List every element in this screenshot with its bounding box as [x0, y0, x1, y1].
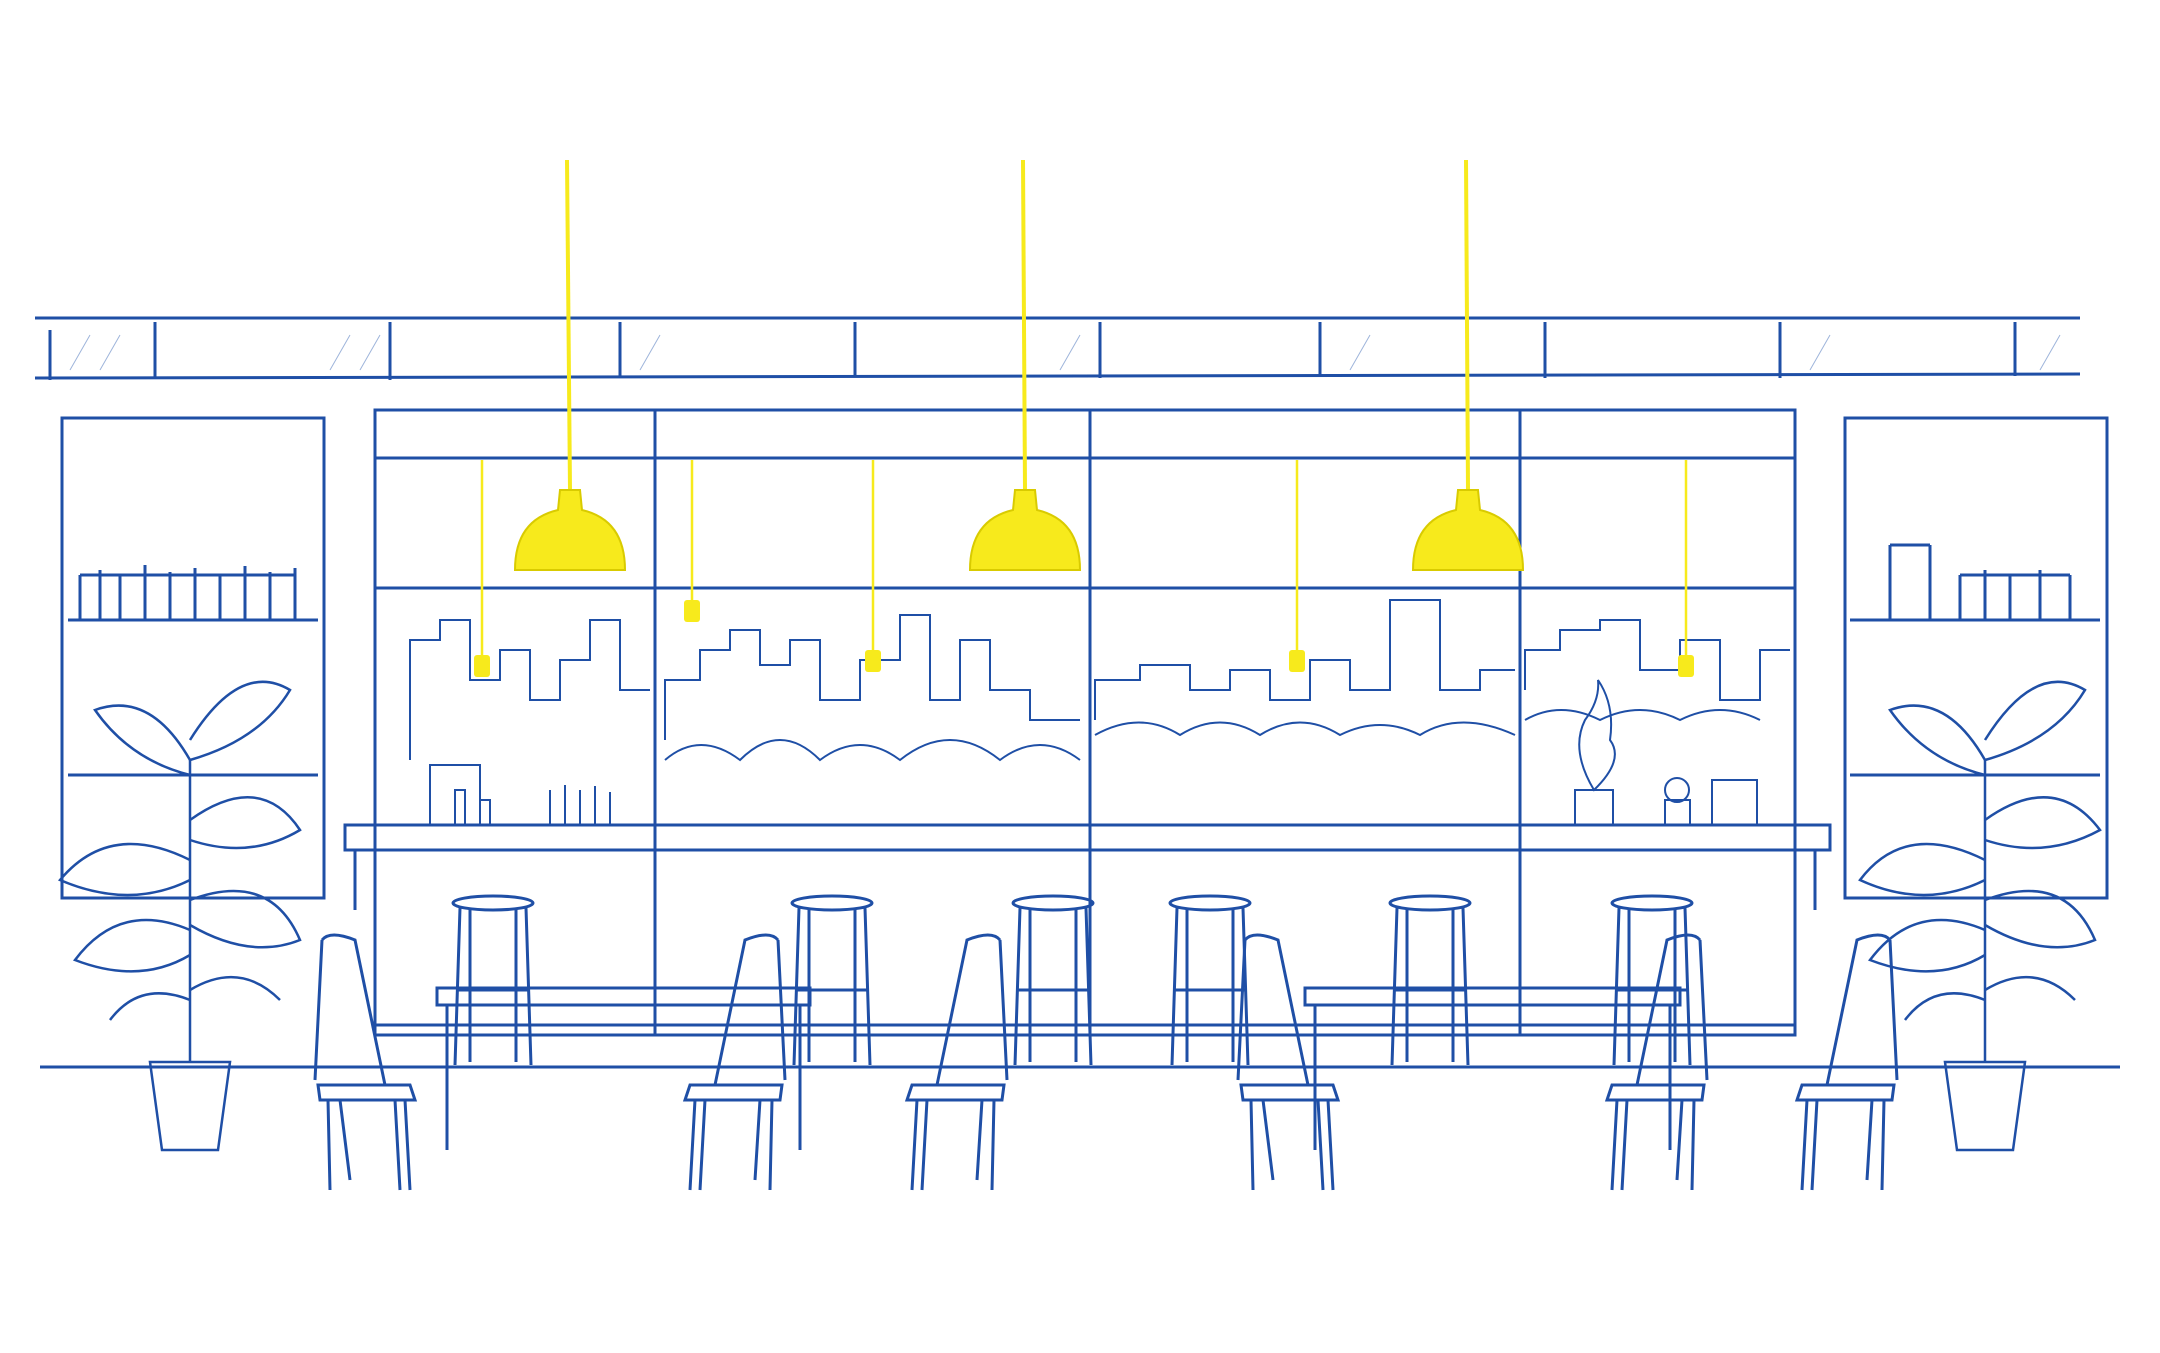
pendant-lamp-1	[513, 159, 627, 571]
bulb-5	[1678, 460, 1694, 677]
table-right	[1303, 986, 1682, 1150]
right-plant	[1858, 680, 2102, 1152]
bulb-4	[1289, 460, 1305, 672]
small-pendant-bulbs	[474, 460, 1694, 677]
table-left	[435, 986, 812, 1150]
stool-1	[451, 894, 535, 1066]
bulb-3	[865, 460, 881, 672]
bulb-1	[474, 460, 490, 677]
bar-counter	[343, 823, 1832, 910]
chair-3	[904, 933, 1009, 1191]
stool-3	[1011, 894, 1095, 1066]
chair-5	[1604, 933, 1709, 1191]
left-shelf	[60, 416, 326, 900]
tables	[435, 986, 1682, 1150]
stool-4	[1168, 894, 1252, 1066]
bar-stools	[451, 894, 1694, 1066]
ceiling-hatching	[69, 334, 2061, 371]
pendant-lamp-2	[968, 159, 1082, 571]
ceiling-soffit	[34, 316, 2081, 380]
left-plant	[57, 680, 302, 1152]
pendant-lamp-3	[1411, 159, 1525, 571]
window-frame	[373, 408, 1797, 1037]
city-skyline	[409, 599, 1790, 762]
chair-6	[1794, 933, 1899, 1191]
stool-2	[790, 894, 874, 1066]
large-pendant-lamps	[513, 159, 1525, 571]
chair-1	[313, 933, 418, 1191]
stool-6	[1610, 894, 1694, 1066]
stool-5	[1388, 894, 1472, 1066]
right-shelf	[1843, 416, 2109, 900]
chair-2	[682, 933, 787, 1191]
counter-items	[429, 679, 1758, 826]
chairs	[313, 933, 1899, 1191]
bulb-2	[684, 460, 700, 622]
chair-4	[1236, 933, 1341, 1191]
